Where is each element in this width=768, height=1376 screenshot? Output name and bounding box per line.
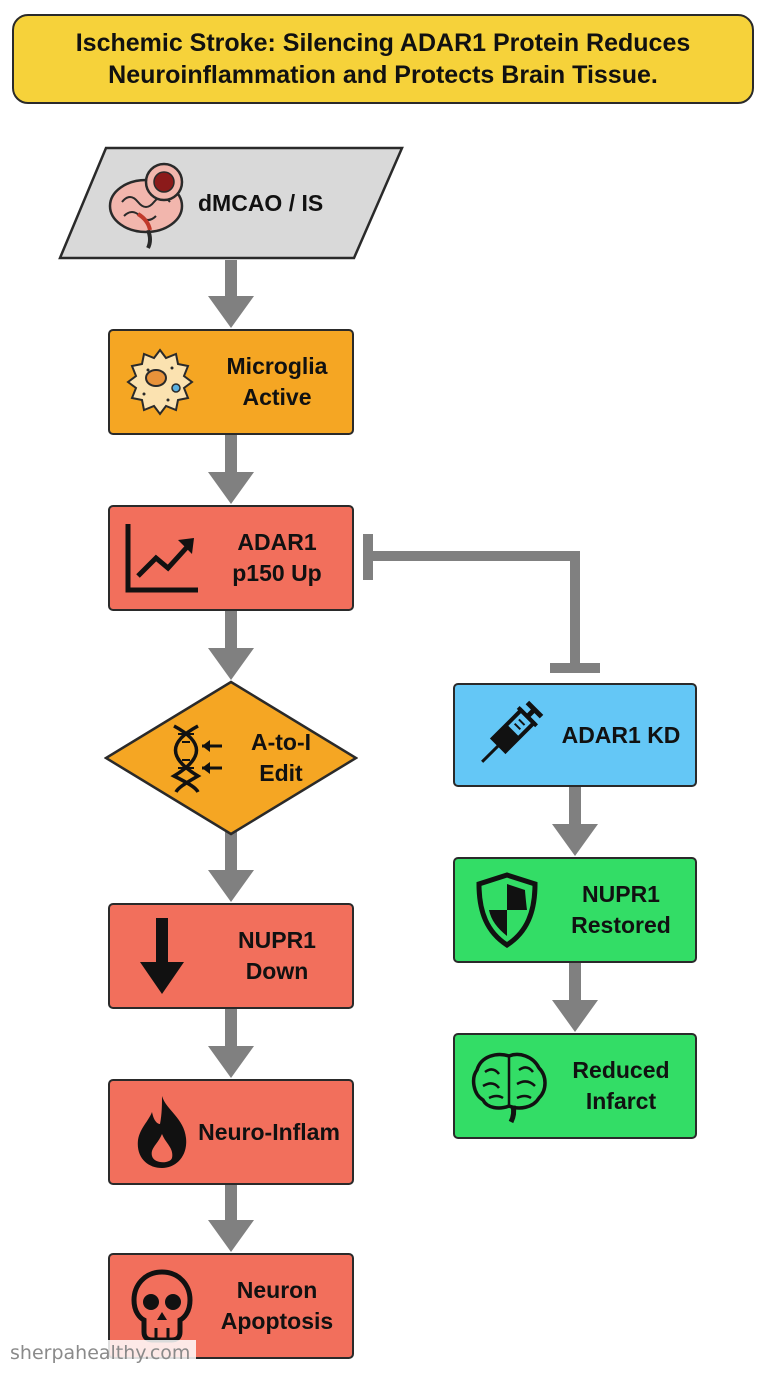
node-adar1-p150-up: ADAR1 p150 Up (108, 505, 354, 611)
apoptosis-line-1: Neuron (236, 1277, 318, 1303)
arrow-kd-to-nupr1-restored (552, 786, 598, 856)
adar1-kd-label: ADAR1 KD (561, 721, 681, 748)
nupr1-down-line-2: Down (245, 958, 309, 984)
node-adar1-kd: ADAR1 KD (453, 683, 697, 787)
watermark: sherpahealthy.com (4, 1340, 197, 1366)
brain-lesion-icon (108, 162, 184, 249)
node-microglia-active: Microglia Active (108, 329, 354, 435)
microglia-line-2: Active (242, 384, 312, 410)
start-node-dmcao: dMCAO / IS (58, 146, 404, 260)
start-label: dMCAO / IS (198, 189, 324, 216)
adar1-up-line-2: p150 Up (232, 560, 322, 586)
arrow-inflam-to-apoptosis (208, 1184, 254, 1252)
node-reduced-infarct: Reduced Infarct (453, 1033, 697, 1139)
adar1-up-line-1: ADAR1 (237, 529, 317, 555)
shield-icon (476, 872, 538, 948)
syringe-icon (481, 700, 544, 763)
node-neuro-inflam: Neuro-Inflam (108, 1079, 354, 1185)
nupr1-restored-line-1: NUPR1 (582, 881, 660, 907)
arrow-down-icon (140, 918, 184, 994)
nupr1-down-line-1: NUPR1 (238, 927, 316, 953)
arrow-adar1-to-edit (208, 610, 254, 680)
title-banner: Ischemic Stroke: Silencing ADAR1 Protein… (12, 14, 754, 104)
skull-icon (131, 1269, 193, 1343)
nupr1-restored-line-2: Restored (571, 912, 671, 938)
microglia-cell-icon (126, 348, 194, 416)
arrow-restored-to-infarct (552, 962, 598, 1032)
arrow-microglia-to-adar1 (208, 434, 254, 504)
neuro-inflam-label: Neuro-Inflam (198, 1118, 340, 1145)
arrow-nupr1-to-inflam (208, 1008, 254, 1078)
dna-icon (170, 724, 222, 793)
reduced-infarct-line-1: Reduced (572, 1057, 670, 1083)
reduced-infarct-line-2: Infarct (585, 1088, 657, 1114)
inhibition-connector (363, 534, 600, 673)
apoptosis-line-2: Apoptosis (220, 1308, 334, 1334)
title-line-2: Neuroinflammation and Protects Brain Tis… (108, 61, 658, 89)
edit-line-2: Edit (259, 760, 303, 786)
node-nupr1-down: NUPR1 Down (108, 903, 354, 1009)
arrow-edit-to-nupr1 (208, 832, 254, 902)
microglia-line-1: Microglia (226, 353, 328, 379)
node-nupr1-restored: NUPR1 Restored (453, 857, 697, 963)
flame-icon (137, 1096, 187, 1168)
title-line-1: Ischemic Stroke: Silencing ADAR1 Protein… (75, 29, 691, 57)
edit-line-1: A-to-I (250, 729, 312, 755)
trend-up-chart-icon (125, 524, 198, 593)
node-a-to-i-edit: A-to-I Edit (104, 680, 358, 836)
brain-icon (471, 1052, 547, 1124)
arrow-start-to-microglia (208, 260, 254, 328)
